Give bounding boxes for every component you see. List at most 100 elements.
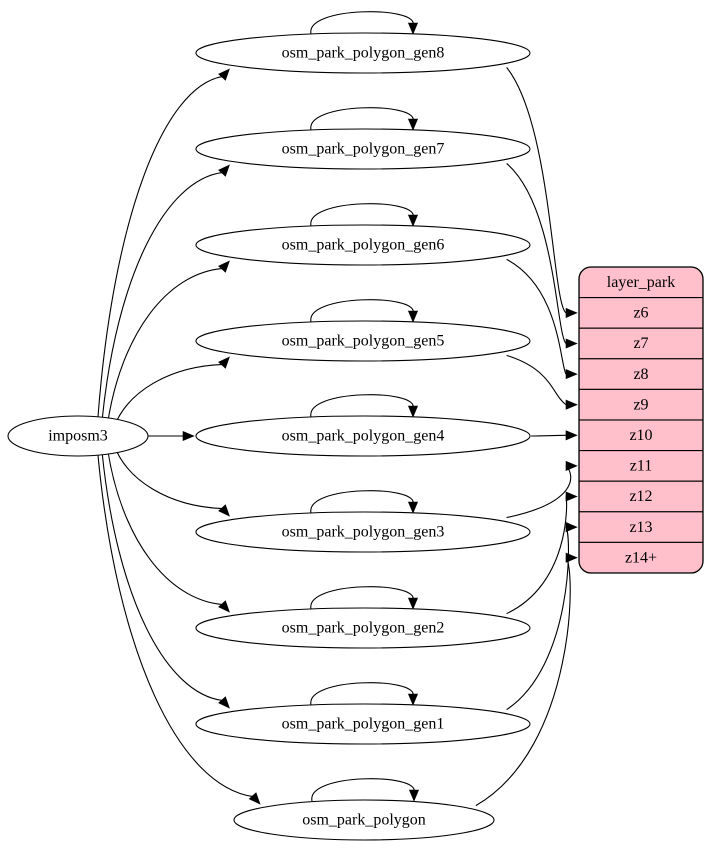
self-loop-gen2 — [310, 586, 419, 610]
layer-park-row-z14+[interactable]: z14+ — [579, 541, 703, 573]
edge-arrowhead — [218, 260, 230, 273]
node-imposm3-shape — [7, 415, 149, 457]
node-gen4-label: osm_park_polygon_gen4 — [282, 428, 445, 445]
self-loop-line — [310, 299, 414, 323]
layer-park-row-z12[interactable]: z12 — [579, 480, 703, 513]
node-base-label: osm_park_polygon — [302, 812, 426, 829]
layer-park-row-z9[interactable]: z9 — [579, 388, 703, 421]
self-loop-line — [310, 490, 414, 514]
node-gen7[interactable]: osm_park_polygon_gen7 — [195, 128, 531, 170]
edge-imposm3-to-gen5 — [113, 356, 230, 429]
self-loop-base — [311, 778, 420, 802]
edge-gen8-to-z6 — [506, 67, 578, 318]
node-gen7-shape — [195, 128, 531, 170]
layer-park-row-z10-label: z10 — [629, 427, 652, 444]
edge-line — [101, 451, 223, 702]
layer-park-row-z6-label: z6 — [633, 305, 648, 322]
layer-park-row-z9-label: z9 — [633, 396, 648, 413]
self-loop-line — [310, 11, 414, 35]
node-gen5[interactable]: osm_park_polygon_gen5 — [195, 320, 531, 362]
node-gen6-label: osm_park_polygon_gen6 — [282, 237, 445, 254]
node-gen1[interactable]: osm_park_polygon_gen1 — [195, 703, 531, 745]
edge-line — [506, 354, 567, 406]
node-gen7-label: osm_park_polygon_gen7 — [282, 141, 445, 158]
edge-line — [506, 496, 568, 615]
edge-arrowhead — [565, 460, 578, 471]
node-gen5-label: osm_park_polygon_gen5 — [282, 333, 445, 350]
self-loop-arrowhead — [407, 693, 419, 706]
edge-imposm3-to-gen8 — [97, 68, 230, 419]
edge-line — [506, 258, 567, 375]
layer-park-row-z6[interactable]: z6 — [579, 297, 703, 329]
edge-arrowhead — [218, 696, 230, 709]
self-loop-line — [310, 586, 414, 610]
edge-arrowhead — [182, 430, 195, 442]
layer-park-table: layer_park z6 z7 z8 z9 z10 z11 z12 z13 z14+ — [578, 266, 704, 574]
layer-park-row-z10-cell — [579, 419, 703, 452]
layer-park-row-z11[interactable]: z11 — [579, 450, 703, 482]
node-gen6[interactable]: osm_park_polygon_gen6 — [195, 224, 531, 266]
edge-imposm3-to-gen7 — [101, 164, 230, 421]
node-gen1-label: osm_park_polygon_gen1 — [282, 716, 445, 733]
node-gen8-shape — [195, 32, 531, 74]
edge-line — [101, 171, 223, 421]
self-loop-arrowhead — [407, 501, 419, 514]
layer-park-row-z13[interactable]: z13 — [579, 511, 703, 543]
layer-park-outline — [578, 266, 704, 574]
node-base-shape — [233, 799, 495, 841]
self-loop-gen4 — [310, 394, 419, 418]
node-gen2[interactable]: osm_park_polygon_gen2 — [195, 607, 531, 649]
edge-arrowhead — [218, 504, 230, 517]
node-gen5-shape — [195, 320, 531, 362]
nodes-layer: imposm3 osm_park_polygon_gen8 osm_park_pol… — [7, 32, 531, 841]
edge-line — [113, 443, 223, 510]
edge-line — [107, 448, 223, 606]
node-gen8[interactable]: osm_park_polygon_gen8 — [195, 32, 531, 74]
self-loop-arrowhead — [408, 789, 420, 802]
node-imposm3-label: imposm3 — [48, 428, 108, 445]
edge-gen2-to-z12 — [506, 491, 578, 615]
self-loop-arrowhead — [407, 310, 419, 323]
self-loop-gen5 — [310, 299, 419, 323]
edge-line — [506, 526, 569, 711]
layer-park-row-z11-label: z11 — [630, 458, 653, 475]
self-loop-gen3 — [310, 490, 419, 514]
edge-line — [530, 434, 567, 437]
layer-park-row-z10[interactable]: z10 — [579, 419, 703, 452]
edge-imposm3-to-base — [97, 453, 261, 805]
layer-park-header-label: layer_park — [607, 274, 675, 291]
node-gen3[interactable]: osm_park_polygon_gen3 — [195, 511, 531, 553]
edge-arrowhead — [565, 399, 578, 410]
edge-gen3-to-z11 — [506, 460, 578, 519]
self-loop-arrowhead — [407, 118, 419, 131]
edge-line — [113, 363, 223, 429]
node-gen8-label: osm_park_polygon_gen8 — [282, 45, 445, 62]
edge-line — [475, 557, 571, 807]
layer-park-row-z7-label: z7 — [633, 335, 648, 352]
layer-park-row-z11-cell — [579, 450, 703, 482]
edge-line — [506, 162, 567, 344]
node-gen3-shape — [195, 511, 531, 553]
self-loop-line — [310, 203, 414, 227]
edge-gen6-to-z8 — [506, 258, 578, 380]
layer-park-row-z8[interactable]: z8 — [579, 358, 703, 390]
edge-imposm3-to-gen1 — [101, 451, 230, 709]
edge-line — [107, 267, 223, 424]
layer-park-row-z7[interactable]: z7 — [579, 327, 703, 360]
layer-park-row-z12-label: z12 — [629, 488, 652, 505]
edge-gen7-to-z7 — [506, 162, 578, 349]
layer-park-header[interactable]: layer_park — [579, 267, 703, 299]
edge-imposm3-to-gen2 — [107, 448, 230, 613]
layer-park-row-z8-label: z8 — [633, 366, 648, 383]
node-gen4[interactable]: osm_park_polygon_gen4 — [195, 415, 531, 457]
layer-park-row-z9-cell — [579, 388, 703, 421]
layer-park-row-z14+-label: z14+ — [625, 549, 657, 566]
edge-arrowhead — [565, 552, 578, 563]
node-imposm3[interactable]: imposm3 — [7, 415, 149, 457]
self-loop-gen6 — [310, 203, 419, 227]
node-base[interactable]: osm_park_polygon — [233, 799, 495, 841]
edge-arrowhead — [248, 792, 261, 805]
edge-gen5-to-z9 — [506, 354, 578, 410]
